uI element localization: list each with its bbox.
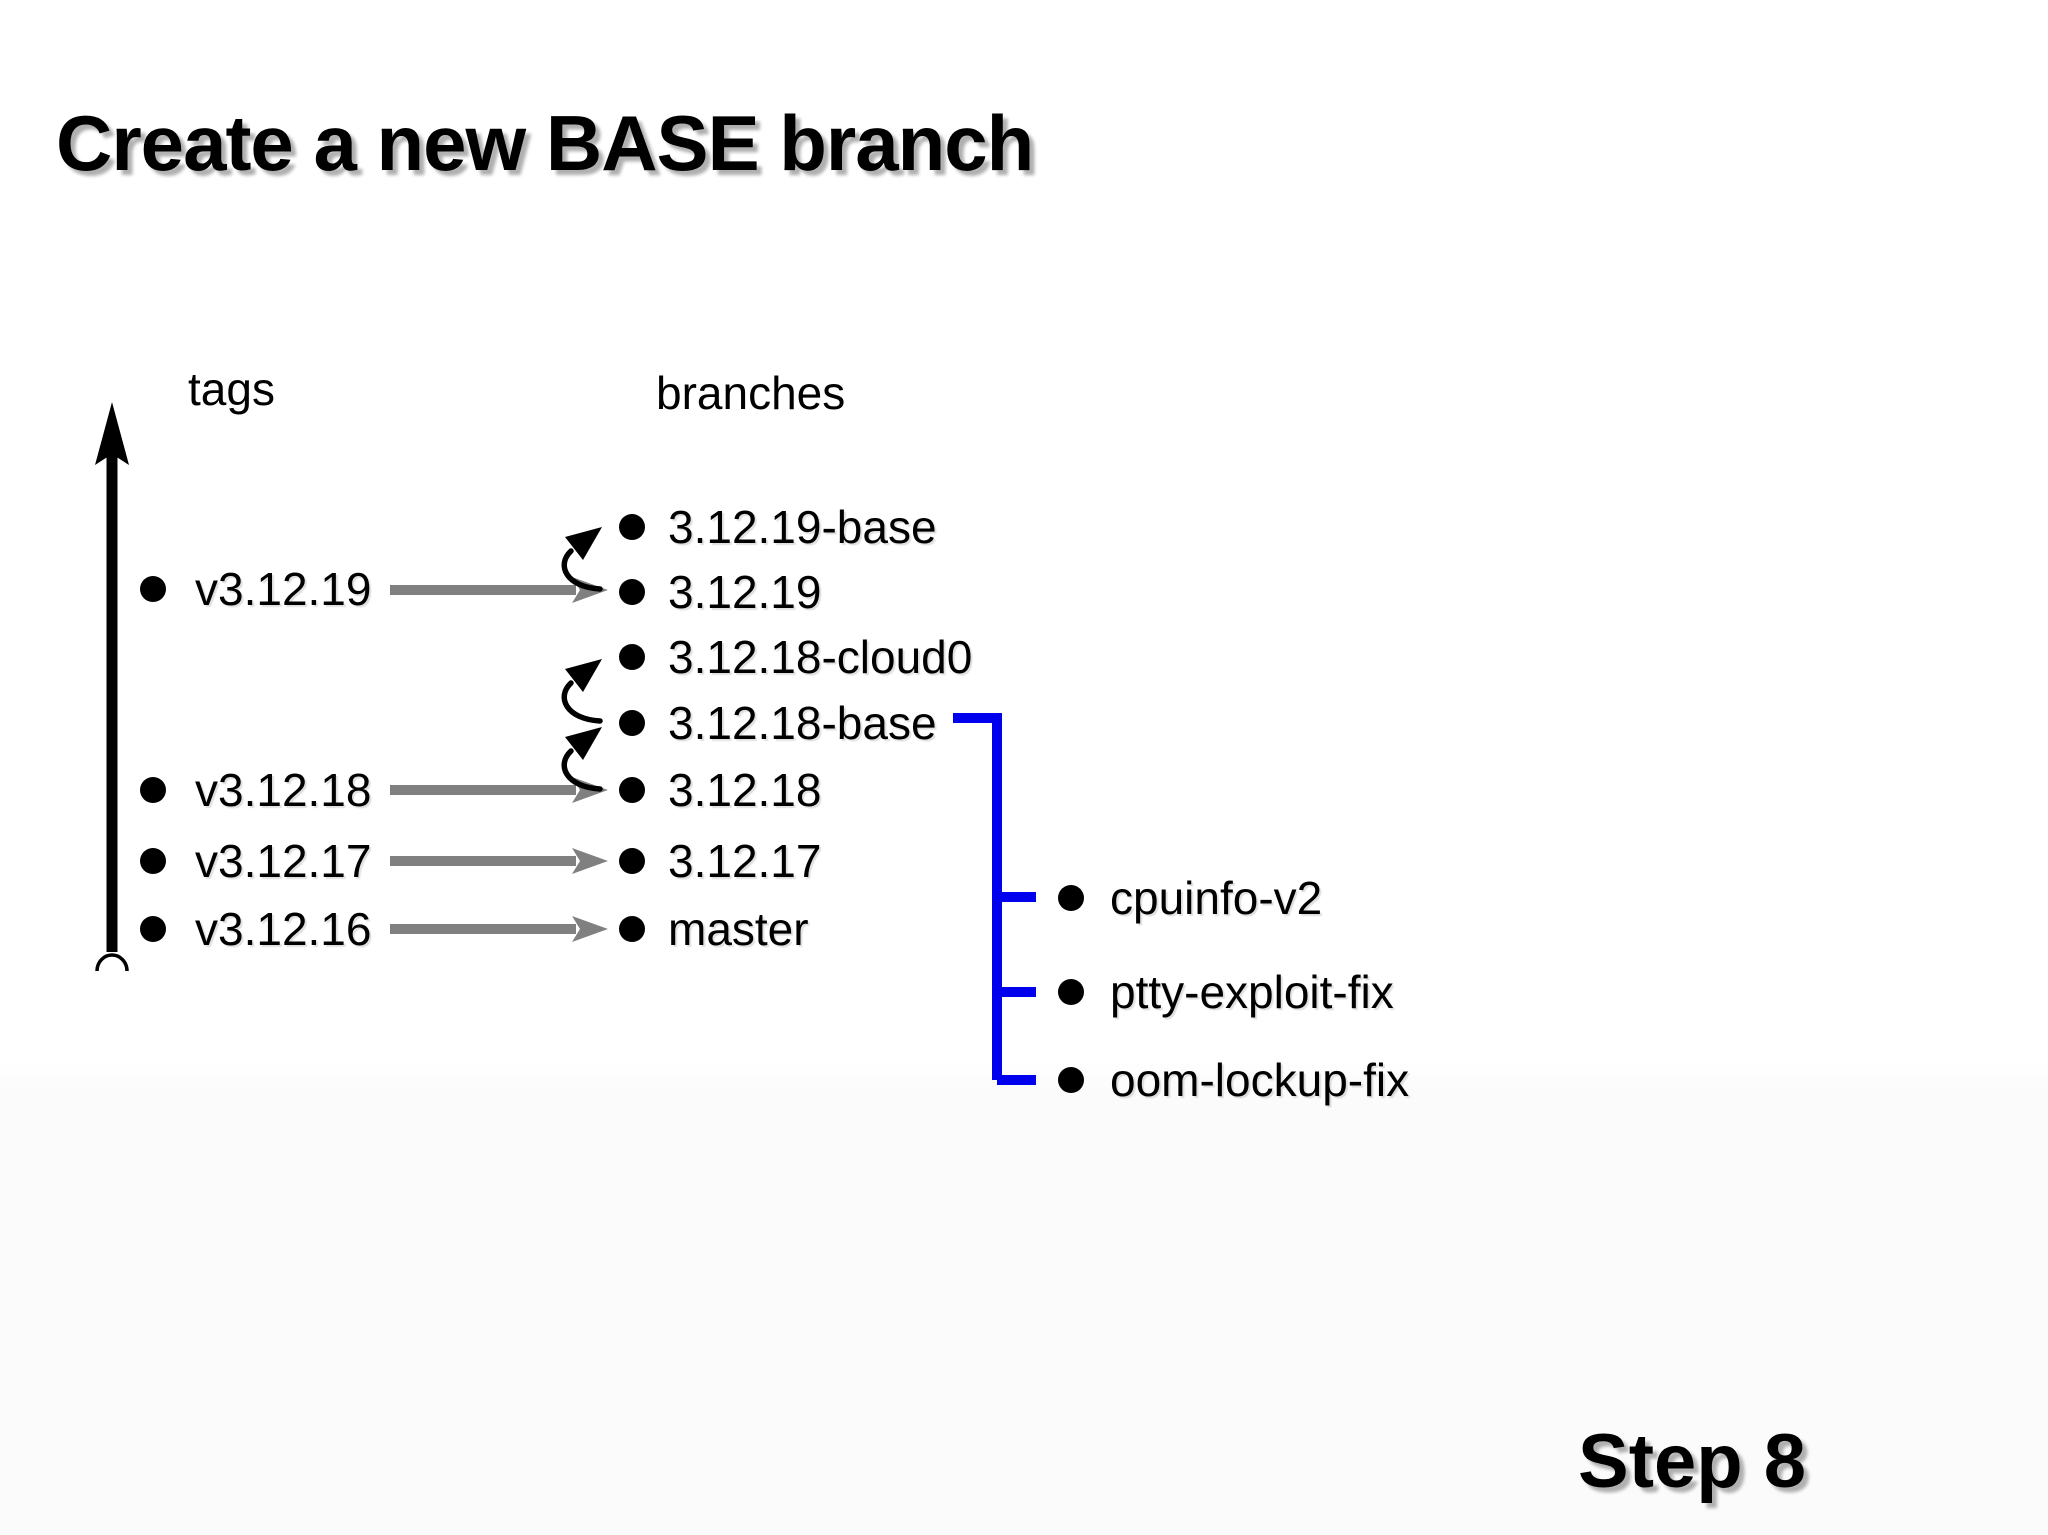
branch-row: 3.12.19-base <box>619 503 937 551</box>
branch-row: 3.12.18-base <box>619 699 937 747</box>
commit-dot <box>619 916 645 942</box>
commit-dot <box>140 848 166 874</box>
fix-branch-label: ptty-exploit-fix <box>1110 966 1394 1018</box>
commit-dot <box>619 579 645 605</box>
branch-row: 3.12.18 <box>619 766 821 814</box>
tag-label: v3.12.18 <box>195 764 372 816</box>
commit-dot <box>619 644 645 670</box>
branch-label: 3.12.17 <box>668 835 822 887</box>
base-branch-bracket <box>953 713 1036 1085</box>
branch-label: 3.12.18 <box>668 764 822 816</box>
tag-label: v3.12.19 <box>195 563 372 615</box>
branch-row: master <box>619 905 809 953</box>
fix-branch-row: cpuinfo-v2 <box>1058 874 1322 922</box>
step-label: Step 8 <box>1578 1419 1807 1504</box>
commit-dot <box>619 777 645 803</box>
timeline-arrowhead-icon <box>95 402 129 465</box>
arrowhead-icon <box>572 848 608 874</box>
branch-create-arrow-3-12-19-base <box>561 527 603 592</box>
tag-arrow-v3-12-17 <box>390 848 608 874</box>
tag-row: v3.12.18 <box>140 766 371 814</box>
arrowhead-icon <box>565 527 602 560</box>
arrowhead-icon <box>565 727 602 760</box>
branch-row: 3.12.17 <box>619 837 821 885</box>
arrowhead-icon <box>572 777 608 803</box>
branch-label: 3.12.18-cloud0 <box>668 631 973 683</box>
branch-label: master <box>668 903 809 955</box>
branch-create-arrow-3-12-18-cloud0 <box>561 659 603 724</box>
branch-create-arrow-3-12-18-base <box>561 727 603 792</box>
branch-label: 3.12.18-base <box>668 697 937 749</box>
arrowhead-icon <box>572 577 608 603</box>
commit-dot <box>1058 1067 1084 1093</box>
page-title: Create a new BASE branch <box>56 99 1034 187</box>
commit-dot <box>1058 979 1084 1005</box>
fix-branch-label: oom-lockup-fix <box>1110 1054 1410 1106</box>
timeline-shaft <box>106 450 118 952</box>
branch-row: 3.12.18-cloud0 <box>619 633 972 681</box>
fix-branch-label: cpuinfo-v2 <box>1110 872 1323 924</box>
arrowhead-icon <box>572 916 608 942</box>
tag-row: v3.12.17 <box>140 837 371 885</box>
tag-arrow-v3-12-19 <box>390 577 608 603</box>
commit-dot <box>619 710 645 736</box>
tag-arrow-v3-12-16 <box>390 916 608 942</box>
tag-label: v3.12.17 <box>195 835 372 887</box>
branch-label: 3.12.19-base <box>668 501 937 553</box>
commit-dot <box>619 514 645 540</box>
commit-dot <box>140 916 166 942</box>
tag-label: v3.12.16 <box>195 903 372 955</box>
arrowhead-icon <box>565 659 602 692</box>
tag-row: v3.12.16 <box>140 905 371 953</box>
tag-arrow-v3-12-18 <box>390 777 608 803</box>
timeline-arrow <box>95 402 129 972</box>
commit-dot <box>619 848 645 874</box>
tag-row: v3.12.19 <box>140 565 371 613</box>
fix-branch-row: oom-lockup-fix <box>1058 1056 1409 1104</box>
commit-dot <box>140 777 166 803</box>
branches-column-label: branches <box>656 367 846 419</box>
commit-dot <box>1058 885 1084 911</box>
fix-branch-row: ptty-exploit-fix <box>1058 968 1394 1016</box>
tags-column-label: tags <box>188 363 275 415</box>
branch-label: 3.12.19 <box>668 566 822 618</box>
branch-row: 3.12.19 <box>619 568 821 616</box>
commit-dot <box>140 576 166 602</box>
timeline-continues-arc <box>95 953 129 972</box>
